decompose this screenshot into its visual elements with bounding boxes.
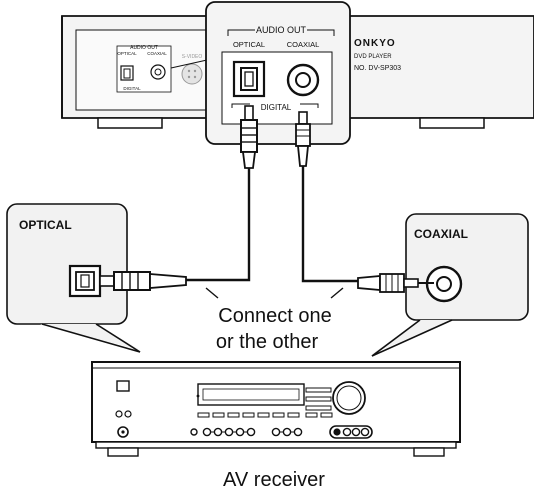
connect-note-line1: Connect one xyxy=(218,305,331,327)
zoomed-audio-out-panel: AUDIO OUT OPTICAL COAXIAL DIGITAL xyxy=(205,1,351,169)
zoom-coaxial-port-icon xyxy=(286,63,320,97)
s-video-jack-icon xyxy=(181,63,203,85)
coaxial-plug-top-icon xyxy=(295,111,311,167)
player-small-optical-port-icon xyxy=(120,65,134,81)
receiver-front-jacks-icon xyxy=(329,425,373,439)
coaxial-cable xyxy=(301,166,358,283)
optical-plug-top-icon xyxy=(240,105,258,169)
cables xyxy=(186,166,358,283)
brand-name: ONKYO xyxy=(354,38,396,49)
player-panel-coaxial: COAXIAL xyxy=(147,51,167,56)
receiver-knob-row xyxy=(190,427,303,437)
player-panel-label: AUDIO OUT xyxy=(130,45,158,51)
svideo-hint: S-VIDEO xyxy=(182,54,203,60)
connect-note-line2: or the other xyxy=(216,331,319,353)
player-panel-optical: OPTICAL xyxy=(117,51,137,56)
player-panel-digital: DIGITAL xyxy=(123,86,141,91)
coaxial-callout-label: COAXIAL xyxy=(414,227,468,241)
coaxial-plug-side-icon xyxy=(357,273,434,293)
optical-callout-label: OPTICAL xyxy=(19,218,72,232)
coaxial-callout: COAXIAL xyxy=(357,213,529,357)
optical-cable xyxy=(186,168,251,282)
product-name: DVD PLAYER xyxy=(354,54,392,60)
receiver-power-button xyxy=(116,380,130,392)
zoom-audio-out-label: AUDIO OUT xyxy=(256,25,307,35)
optical-callout: OPTICAL xyxy=(6,203,187,353)
player-small-coaxial-port-icon xyxy=(150,64,166,80)
zoom-optical-port-icon xyxy=(232,60,266,98)
av-receiver xyxy=(91,361,461,457)
receiver-optical-port-icon xyxy=(68,264,102,298)
connect-note: Connect one or the other xyxy=(205,287,344,353)
optical-plug-side-icon xyxy=(99,271,187,291)
model-number: NO. DV-SP303 xyxy=(354,65,401,72)
zoom-digital-label: DIGITAL xyxy=(261,103,292,112)
zoom-coaxial-label: COAXIAL xyxy=(287,40,320,49)
receiver-label: AV receiver xyxy=(223,469,325,491)
zoom-optical-label: OPTICAL xyxy=(233,40,265,49)
receiver-button-row xyxy=(197,412,333,418)
